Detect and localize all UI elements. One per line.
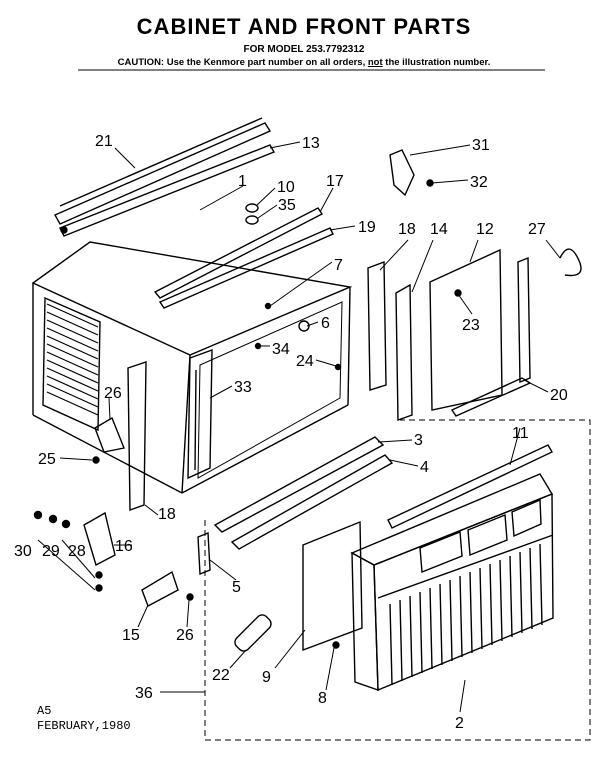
screw-23 xyxy=(454,289,462,297)
cord-27 xyxy=(559,248,582,277)
callout-33: 33 xyxy=(234,379,252,396)
callout-8: 8 xyxy=(318,690,327,707)
rail-4 xyxy=(230,454,394,550)
callout-25: 25 xyxy=(38,451,56,468)
strip-17 xyxy=(153,207,324,299)
callout-28: 28 xyxy=(68,543,86,560)
louver-grille xyxy=(46,303,99,416)
strip-19 xyxy=(158,227,334,309)
trim-11 xyxy=(387,444,553,529)
callout-26-upper: 26 xyxy=(104,385,122,402)
callout-18-lower: 18 xyxy=(158,506,176,523)
footer-code: A5 xyxy=(37,704,52,718)
screw-28 xyxy=(61,519,71,529)
screw-29 xyxy=(48,514,58,524)
front-grille-2 xyxy=(350,473,554,692)
rail-3 xyxy=(213,436,385,533)
callout-16: 16 xyxy=(115,538,133,555)
callout-11: 11 xyxy=(512,425,529,442)
callout-24: 24 xyxy=(296,353,314,370)
screw-16b xyxy=(95,584,103,592)
callout-1: 1 xyxy=(238,173,247,190)
callout-36: 36 xyxy=(135,685,153,702)
caution-prefix: CAUTION: Use the Kenmore part number on … xyxy=(117,57,368,68)
model-number: FOR MODEL 253.7792312 xyxy=(243,44,365,55)
frame-33-inner xyxy=(194,369,197,471)
callout-14: 14 xyxy=(430,221,448,238)
washer-35 xyxy=(245,215,259,225)
bracket-31 xyxy=(389,149,415,197)
callout-29: 29 xyxy=(42,543,60,560)
leader-lines xyxy=(37,141,561,713)
callout-27: 27 xyxy=(528,221,546,238)
screw-16a xyxy=(95,571,103,579)
callout-13: 13 xyxy=(302,135,320,152)
callout-18-top: 18 xyxy=(398,221,416,238)
callout-21: 21 xyxy=(95,133,113,150)
callout-35: 35 xyxy=(278,197,296,214)
filter-9 xyxy=(302,520,363,652)
callout-4: 4 xyxy=(420,459,429,476)
top-rail-13 xyxy=(59,144,276,237)
frame-33 xyxy=(187,348,213,480)
bracket-16 xyxy=(83,511,116,567)
callout-32: 32 xyxy=(470,174,488,191)
screw-8 xyxy=(332,641,340,649)
callout-23: 23 xyxy=(462,317,480,334)
caution-not: not xyxy=(367,57,383,68)
bracket-18-left xyxy=(127,361,147,511)
callout-31: 31 xyxy=(472,137,490,154)
screw-25 xyxy=(92,456,100,464)
callout-20: 20 xyxy=(550,387,568,404)
callout-26-lower: 26 xyxy=(176,627,194,644)
callout-17: 17 xyxy=(326,173,344,190)
part-34 xyxy=(254,342,262,350)
screw-26b xyxy=(186,593,194,601)
callout-7: 7 xyxy=(334,257,343,274)
callout-34: 34 xyxy=(272,341,290,358)
page-title: CABINET AND FRONT PARTS xyxy=(136,14,472,39)
footer-date: FEBRUARY,1980 xyxy=(37,719,131,733)
rail-14 xyxy=(395,283,413,421)
callout-22: 22 xyxy=(212,667,230,684)
screw-30 xyxy=(33,510,43,520)
screw-24 xyxy=(334,363,342,371)
callout-30: 30 xyxy=(14,543,32,560)
part-6 xyxy=(298,320,310,332)
callout-15: 15 xyxy=(122,627,140,644)
screw-10 xyxy=(245,203,259,213)
rail-18 xyxy=(367,260,387,391)
callout-12: 12 xyxy=(476,221,494,238)
caution-suffix: the illustration number. xyxy=(382,57,491,68)
top-rail-21 xyxy=(54,117,272,225)
handle-22 xyxy=(234,614,272,652)
cabinet-body xyxy=(31,241,353,494)
caution-note: CAUTION: Use the Kenmore part number on … xyxy=(0,57,608,68)
callout-3: 3 xyxy=(414,432,423,449)
rail-20-vertical xyxy=(517,256,531,384)
callout-10: 10 xyxy=(277,179,295,196)
part-15 xyxy=(141,570,179,607)
callout-19: 19 xyxy=(358,219,376,236)
callout-9: 9 xyxy=(262,669,271,686)
screw-7 xyxy=(264,302,272,310)
clip-5 xyxy=(197,531,211,576)
callout-5: 5 xyxy=(232,579,241,596)
assembly-box-36 xyxy=(204,419,591,741)
bracket-26 xyxy=(94,416,125,453)
callout-6: 6 xyxy=(321,315,330,332)
callout-2: 2 xyxy=(455,715,464,732)
